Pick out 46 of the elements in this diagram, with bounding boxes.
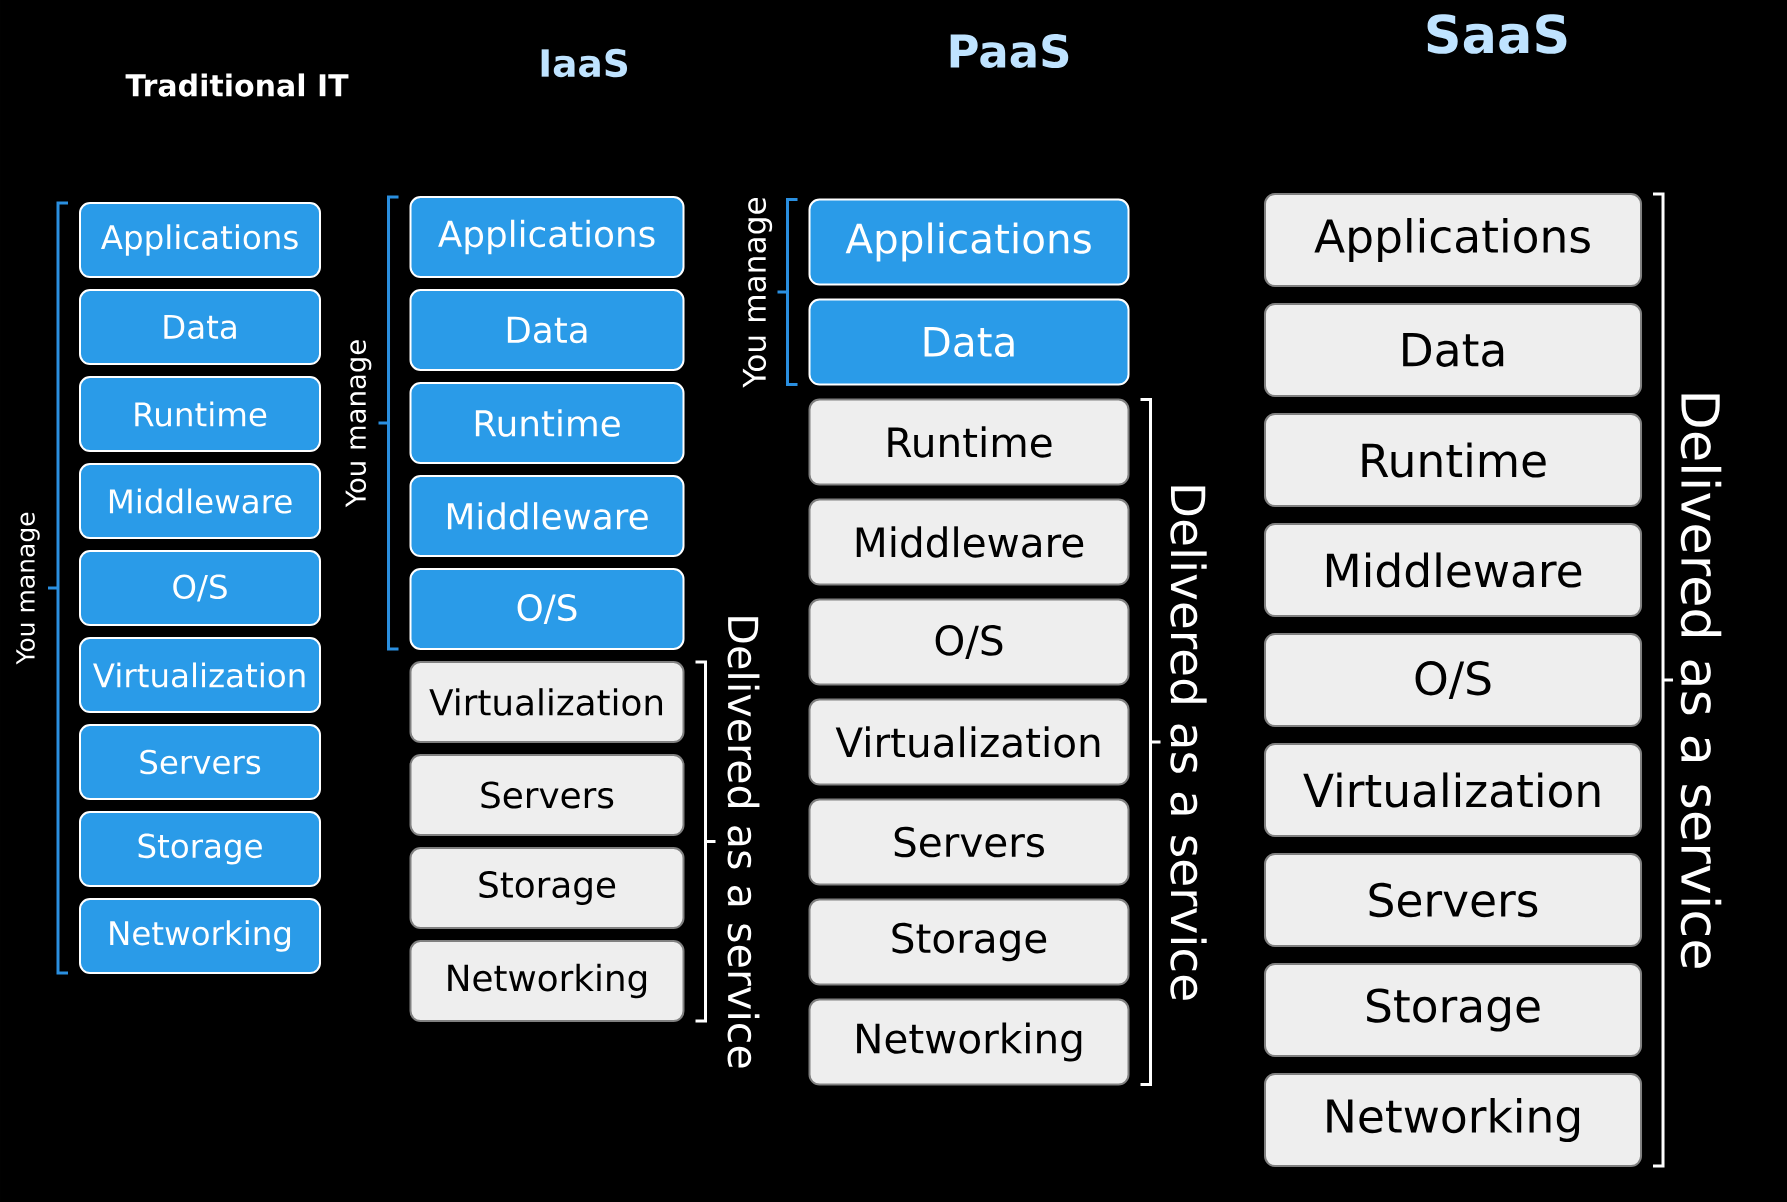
layer-box: Runtime — [409, 382, 685, 464]
layer-box: Applications — [79, 202, 321, 278]
layer-box: Storage — [409, 847, 685, 929]
layer-box: Storage — [808, 898, 1130, 986]
layer-box: Servers — [79, 724, 321, 800]
layer-box: Networking — [808, 998, 1130, 1086]
bracket-label: Delivered as a service — [1170, 486, 1207, 1000]
column-heading: SaaS — [1427, 14, 1567, 54]
layer-box: Virtualization — [409, 661, 685, 743]
bracket-label: You manage — [345, 340, 372, 508]
column-heading: Traditional IT — [125, 73, 349, 97]
layer-box: Servers — [1264, 853, 1642, 947]
layer-box: Storage — [79, 811, 321, 887]
layer-box: Storage — [1264, 963, 1642, 1057]
layer-box: Servers — [409, 754, 685, 836]
bracket-label: Delivered as a service — [727, 617, 760, 1068]
layer-box: O/S — [1264, 633, 1642, 727]
layer-box: Networking — [79, 898, 321, 974]
layer-box: O/S — [409, 568, 685, 650]
layer-box: Networking — [1264, 1073, 1642, 1167]
layer-box: Networking — [409, 940, 685, 1022]
layer-box: Applications — [409, 196, 685, 278]
bracket-label: You manage — [742, 197, 773, 388]
layer-box: Runtime — [79, 376, 321, 452]
layer-box: O/S — [79, 550, 321, 626]
layer-box: Middleware — [409, 475, 685, 557]
layer-box: Data — [1264, 303, 1642, 397]
layer-box: Virtualization — [1264, 743, 1642, 837]
column-heading: IaaS — [541, 48, 628, 78]
layer-box: Runtime — [808, 398, 1130, 486]
layer-box: Data — [808, 298, 1130, 386]
column-heading: PaaS — [950, 34, 1069, 68]
layer-box: Applications — [808, 198, 1130, 286]
layer-box: Virtualization — [79, 637, 321, 713]
layer-box: Applications — [1264, 193, 1642, 287]
layer-box: Servers — [808, 798, 1130, 886]
layer-box: Data — [79, 289, 321, 365]
bracket-label: Delivered as a service — [1680, 394, 1722, 968]
layer-box: Middleware — [1264, 523, 1642, 617]
bracket-label: You manage — [16, 512, 40, 665]
layer-box: O/S — [808, 598, 1130, 686]
layer-box: Virtualization — [808, 698, 1130, 786]
layer-box: Middleware — [808, 498, 1130, 586]
layer-box: Runtime — [1264, 413, 1642, 507]
layer-box: Middleware — [79, 463, 321, 539]
layer-box: Data — [409, 289, 685, 371]
